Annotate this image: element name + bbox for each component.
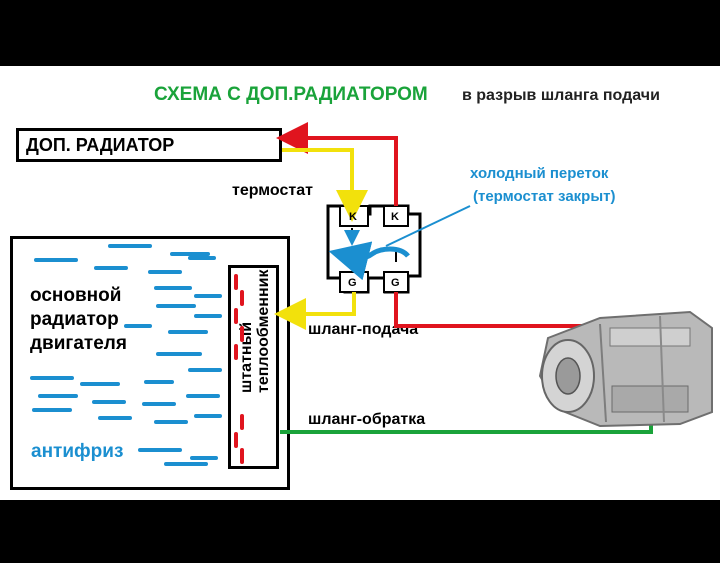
port-k-left-letter: K bbox=[349, 211, 357, 223]
extra-radiator-box bbox=[16, 128, 282, 162]
cooled-line-to-exchanger bbox=[274, 292, 356, 330]
title-green-part: СХЕМА С ДОП.РАДИАТОРОМ bbox=[154, 84, 428, 105]
cold-flow-pointer bbox=[385, 205, 471, 247]
cold-flow-arrow bbox=[328, 241, 410, 281]
cold-flow-label: холодный переток bbox=[470, 165, 609, 182]
heat-exchanger-dashes bbox=[234, 274, 244, 464]
port-g-right-letter: G bbox=[391, 277, 400, 289]
diagram-title: СХЕМА С ДОП.РАДИАТОРОМ bbox=[154, 84, 428, 106]
transmission-image bbox=[538, 310, 713, 428]
supply-hose-label: шланг-подача bbox=[308, 321, 419, 338]
antifreeze-label: антифриз bbox=[31, 441, 124, 462]
flow-lines bbox=[30, 122, 713, 466]
engine-radiator-label: основной радиатор двигателя bbox=[30, 285, 127, 354]
cold-flow-note: (термостат закрыт) bbox=[473, 188, 616, 205]
port-k-right-letter: K bbox=[391, 211, 399, 223]
supply-hose-line bbox=[394, 292, 645, 328]
diagram-subtitle: в разрыв шланга подачи bbox=[462, 87, 660, 104]
cooled-line-from-radiator bbox=[282, 148, 368, 222]
return-hose-label: шланг-обратка bbox=[308, 411, 426, 428]
coolant-dashes bbox=[30, 244, 222, 466]
diagram-canvas: СХЕМА С ДОП.РАДИАТОРОМ в разрыв шланга п… bbox=[0, 66, 720, 500]
port-g-left-letter: G bbox=[348, 277, 357, 289]
extra-radiator-label: ДОП. РАДИАТОР bbox=[26, 135, 175, 155]
hot-line-to-radiator bbox=[276, 122, 398, 206]
thermostat-label: термостат bbox=[232, 182, 313, 199]
